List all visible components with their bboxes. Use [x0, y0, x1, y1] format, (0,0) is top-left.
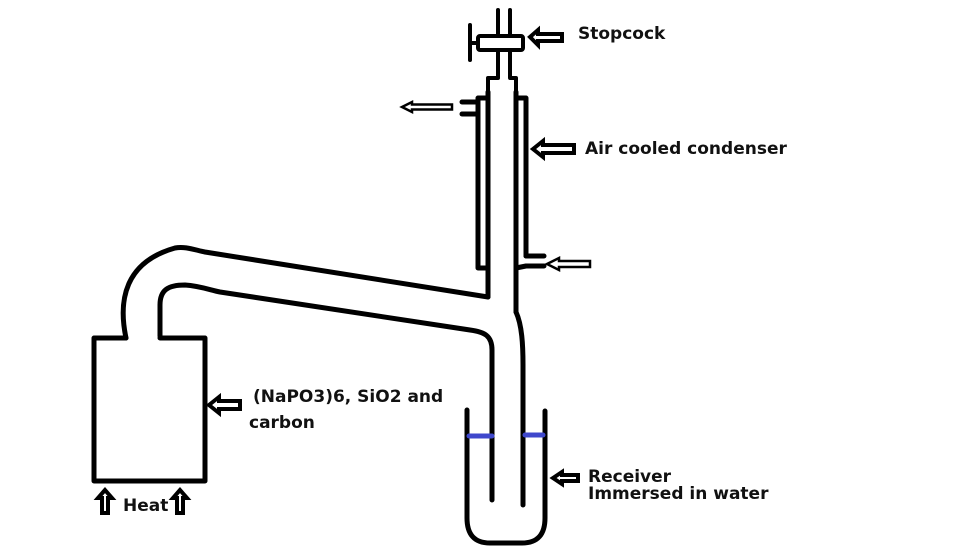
reaction-flask: [91, 335, 208, 484]
reactants-pointer-arrow-icon: [205, 392, 242, 418]
receiver-tube-right: [513, 309, 526, 508]
coolant-inlet-arrow-icon: [544, 255, 592, 273]
condenser: [459, 89, 547, 315]
heat-label: Heat: [123, 496, 169, 516]
heat-arrow-right-icon: [168, 486, 192, 515]
condenser-pointer-arrow-icon: [529, 136, 576, 162]
receiver-vessel: [464, 407, 548, 546]
delivery-tube-inner: [157, 282, 495, 503]
jacket-right: [513, 95, 529, 259]
delivery-tube-outer: [120, 245, 491, 341]
jacket-left: [475, 95, 491, 271]
reactants-label-line2: carbon: [249, 413, 315, 433]
flask-body: [91, 335, 208, 484]
adapter-left: [486, 64, 500, 94]
adapter-right: [508, 64, 518, 94]
coolant-outlet-arrow-icon: [399, 99, 454, 115]
stopcock-pointer-arrow-icon: [527, 25, 564, 50]
receiver-label-line1: Receiver: [588, 467, 672, 487]
stopcock: [468, 8, 525, 94]
receiver: [464, 407, 548, 546]
delivery-tube: [120, 245, 526, 508]
receiver-label-line2: Immersed in water: [588, 484, 769, 504]
inlet-arm-bottom: [513, 263, 547, 271]
condenser-label: Air cooled condenser: [585, 139, 787, 159]
stopcock-barrel: [476, 34, 525, 52]
heat-arrow-left-icon: [93, 486, 117, 515]
stopcock-label: Stopcock: [578, 24, 666, 44]
reactants-label-line1: (NaPO3)6, SiO2 and: [253, 387, 444, 407]
receiver-pointer-arrow-icon: [549, 468, 580, 488]
